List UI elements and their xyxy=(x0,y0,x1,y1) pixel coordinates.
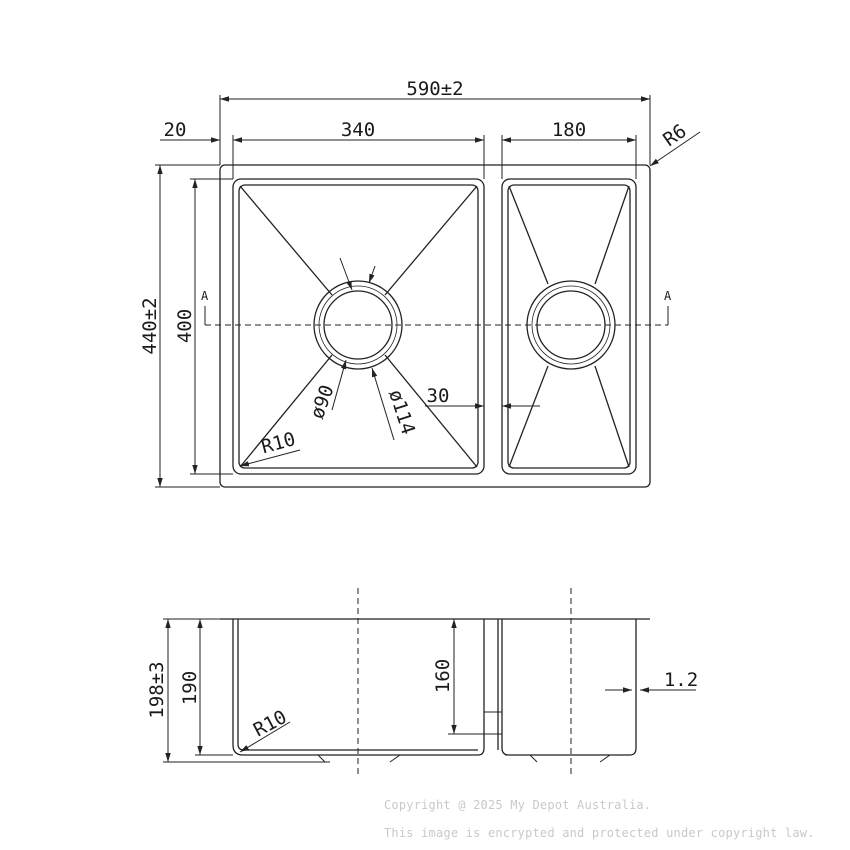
label-thickness: 1.2 xyxy=(664,669,698,691)
label-main-bowl-width: 340 xyxy=(341,119,375,141)
label-corner-radius-outer: R6 xyxy=(659,120,690,151)
sink-outline xyxy=(219,164,651,488)
side-view xyxy=(163,588,696,778)
main-waste-inner xyxy=(323,290,393,360)
main-waste-outer xyxy=(313,280,403,370)
label-overall-width: 590±2 xyxy=(406,78,463,100)
label-bowl-length: 400 xyxy=(174,309,196,343)
main-bowl xyxy=(232,178,485,475)
watermark-line-2: This image is encrypted and protected un… xyxy=(384,826,815,840)
label-small-bowl-width: 180 xyxy=(552,119,586,141)
label-waste-outer: ø114 xyxy=(384,387,419,437)
label-section-right: A xyxy=(664,289,672,303)
label-small-bowl-depth: 160 xyxy=(432,659,454,693)
label-section-left: A xyxy=(201,289,209,303)
label-waste-inner: ø90 xyxy=(306,382,338,422)
watermark-line-1: Copyright @ 2025 My Depot Australia. xyxy=(384,798,652,812)
label-divider-gap: 30 xyxy=(427,385,450,407)
label-corner-radius-inner: R10 xyxy=(259,428,298,458)
top-view xyxy=(155,95,701,488)
label-overall-height: 198±3 xyxy=(146,661,168,718)
label-side-corner-radius: R10 xyxy=(250,706,291,742)
label-bowl-depth: 190 xyxy=(179,671,201,705)
small-bowl xyxy=(501,178,637,475)
label-overall-depth: 440±2 xyxy=(139,297,161,354)
label-flange: 20 xyxy=(164,119,187,141)
